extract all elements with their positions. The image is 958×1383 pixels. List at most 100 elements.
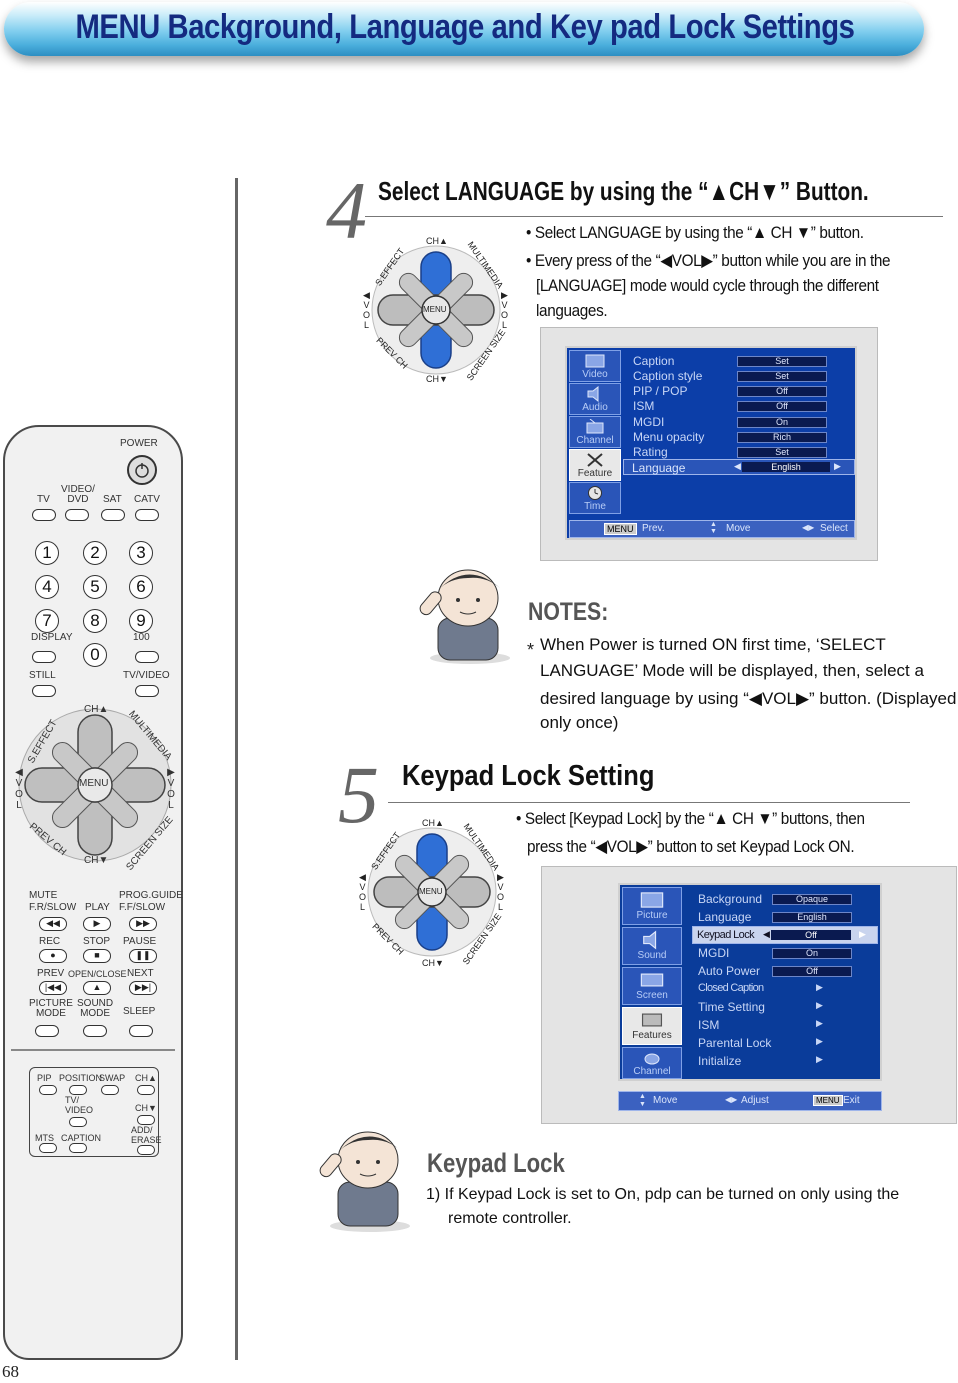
video-dvd-button[interactable] xyxy=(65,509,89,521)
osd2-item-value[interactable]: English xyxy=(772,912,852,923)
number-button-9[interactable]: 9 xyxy=(129,609,153,633)
ch-up-small-button[interactable] xyxy=(137,1085,155,1095)
display-button[interactable] xyxy=(32,651,56,663)
osd2-sub-item[interactable]: Parental Lock xyxy=(698,1036,772,1050)
satellite-icon xyxy=(644,1053,660,1065)
pip-button[interactable] xyxy=(39,1085,57,1095)
fast-forward-button[interactable]: ▶▶ xyxy=(129,917,157,931)
osd2-keypad-lock-row[interactable]: Keypad Lock ◀ Off ▶ xyxy=(692,926,878,944)
osd2-sub-item[interactable]: ISM xyxy=(698,1018,720,1032)
up-down-arrow-icon: ▲▼ xyxy=(710,521,717,535)
clock-icon xyxy=(588,486,602,500)
left-arrow-icon[interactable]: ◀ xyxy=(734,461,741,471)
osd1-item-value[interactable]: Rich xyxy=(737,432,827,443)
tv-button[interactable] xyxy=(32,509,56,521)
left-arrow-icon[interactable]: ◀ xyxy=(763,929,770,939)
osd2-tab-sound[interactable]: Sound xyxy=(622,927,682,965)
caption-button[interactable] xyxy=(69,1143,87,1153)
osd-tab-feature[interactable]: Feature xyxy=(569,449,621,481)
page-title: MENU Background, Language and Key pad Lo… xyxy=(75,8,855,46)
step-5-heading: Keypad Lock Setting xyxy=(402,760,655,792)
osd1-footer-prev: Prev. xyxy=(642,523,665,534)
next-button[interactable]: ▶▶| xyxy=(129,981,157,995)
osd1-item-value[interactable]: Off xyxy=(737,386,827,397)
osd1-item-value[interactable]: Set xyxy=(737,371,827,382)
osd2-sub-item[interactable]: Time Setting xyxy=(698,1000,765,1014)
osd1-item-value[interactable]: On xyxy=(737,417,827,428)
sat-button[interactable] xyxy=(101,509,125,521)
osd2-sub-item[interactable]: Closed Caption xyxy=(698,982,764,994)
catv-button[interactable] xyxy=(135,509,159,521)
osd2-item-value[interactable]: Off xyxy=(772,966,852,977)
hundred-button[interactable] xyxy=(135,651,159,663)
osd2-tab-features[interactable]: Features xyxy=(622,1007,682,1045)
osd1-item-label: ISM xyxy=(633,399,655,413)
stop-button[interactable]: ■ xyxy=(83,949,111,963)
position-button[interactable] xyxy=(69,1085,87,1095)
osd-tab-audio-label: Audio xyxy=(582,402,608,413)
picture-mode-button[interactable] xyxy=(35,1025,59,1037)
number-button-1[interactable]: 1 xyxy=(35,541,59,565)
tv-video-button[interactable] xyxy=(135,685,159,697)
ch-up-label: CH▲ xyxy=(84,704,109,715)
osd-tab-audio[interactable]: Audio xyxy=(569,383,621,415)
rewind-button[interactable]: ◀◀ xyxy=(39,917,67,931)
osd1-item-value[interactable]: Set xyxy=(737,447,827,458)
osd1-item-label: Rating xyxy=(633,445,668,459)
menu-label[interactable]: MENU xyxy=(79,778,109,789)
osd1-item-value[interactable]: Set xyxy=(737,356,827,367)
osd-tab-channel[interactable]: Channel xyxy=(569,416,621,448)
osd1-footer-select: Select xyxy=(820,523,848,534)
keypad-lock-line-2: remote controller. xyxy=(448,1210,572,1227)
osd1-language-row[interactable]: Language ◀ English ▶ xyxy=(623,459,855,475)
sleep-button[interactable] xyxy=(129,1025,153,1037)
ch-down-small-button[interactable] xyxy=(137,1115,155,1125)
osd2-item-value[interactable]: On xyxy=(772,948,852,959)
rec-label: REC xyxy=(39,936,61,947)
sound-mode-button[interactable] xyxy=(83,1025,107,1037)
caption-label: CAPTION xyxy=(61,1133,102,1143)
number-button-3[interactable]: 3 xyxy=(129,541,153,565)
osd2-sub-item[interactable]: Initialize xyxy=(698,1054,742,1068)
osd1-item-label: Menu opacity xyxy=(633,430,705,444)
osd2-tab-picture[interactable]: Picture xyxy=(622,887,682,925)
next-label: NEXT xyxy=(127,968,154,979)
number-button-8[interactable]: 8 xyxy=(83,609,107,633)
swap-button[interactable] xyxy=(101,1085,119,1095)
tv-video-small-label: TV/ VIDEO xyxy=(65,1095,94,1115)
osd2-tab-screen[interactable]: Screen xyxy=(622,967,682,1005)
pause-button[interactable]: ❚❚ xyxy=(129,949,157,963)
osd2-tab-channel[interactable]: Channel xyxy=(622,1047,682,1079)
add-erase-button[interactable] xyxy=(137,1145,155,1155)
osd2-item-value[interactable]: Opaque xyxy=(772,894,852,905)
notes-line-2: LANGUAGE’ Mode will be displayed, then, … xyxy=(540,661,924,680)
tv-video-small-button[interactable] xyxy=(69,1117,87,1127)
right-arrow-icon[interactable]: ▶ xyxy=(834,461,841,471)
number-button-4[interactable]: 4 xyxy=(35,575,59,599)
right-arrow-icon[interactable]: ▶ xyxy=(859,929,866,939)
still-button[interactable] xyxy=(32,685,56,697)
play-button[interactable]: ▶ xyxy=(83,917,111,931)
up-down-arrow-icon: ▲▼ xyxy=(639,1093,646,1108)
number-button-6[interactable]: 6 xyxy=(129,575,153,599)
number-button-0[interactable]: 0 xyxy=(83,643,107,667)
sat-label: SAT xyxy=(103,494,122,505)
osd-tab-time[interactable]: Time xyxy=(569,482,621,514)
osd-features-panel: Picture Sound Screen Features Channel Ba… xyxy=(618,883,882,1081)
number-button-2[interactable]: 2 xyxy=(83,541,107,565)
rec-button[interactable]: ● xyxy=(39,949,67,963)
step-4-bullet-2c: languages. xyxy=(536,301,608,320)
prev-button[interactable]: |◀◀ xyxy=(39,981,67,995)
osd-tab-video[interactable]: Video xyxy=(569,350,621,382)
mts-button[interactable] xyxy=(39,1143,57,1153)
open-close-label: OPEN/CLOSE xyxy=(68,969,127,979)
open-close-button[interactable]: ▲ xyxy=(83,981,111,995)
position-label: POSITION xyxy=(59,1073,103,1083)
number-button-5[interactable]: 5 xyxy=(83,575,107,599)
submenu-arrow-icon: ▶ xyxy=(816,1000,823,1010)
osd1-item-value[interactable]: Off xyxy=(737,401,827,412)
power-button[interactable] xyxy=(127,455,157,485)
number-button-7[interactable]: 7 xyxy=(35,609,59,633)
osd2-footer: ▲▼ Move ◀▶ Adjust MENU Exit xyxy=(618,1091,882,1111)
